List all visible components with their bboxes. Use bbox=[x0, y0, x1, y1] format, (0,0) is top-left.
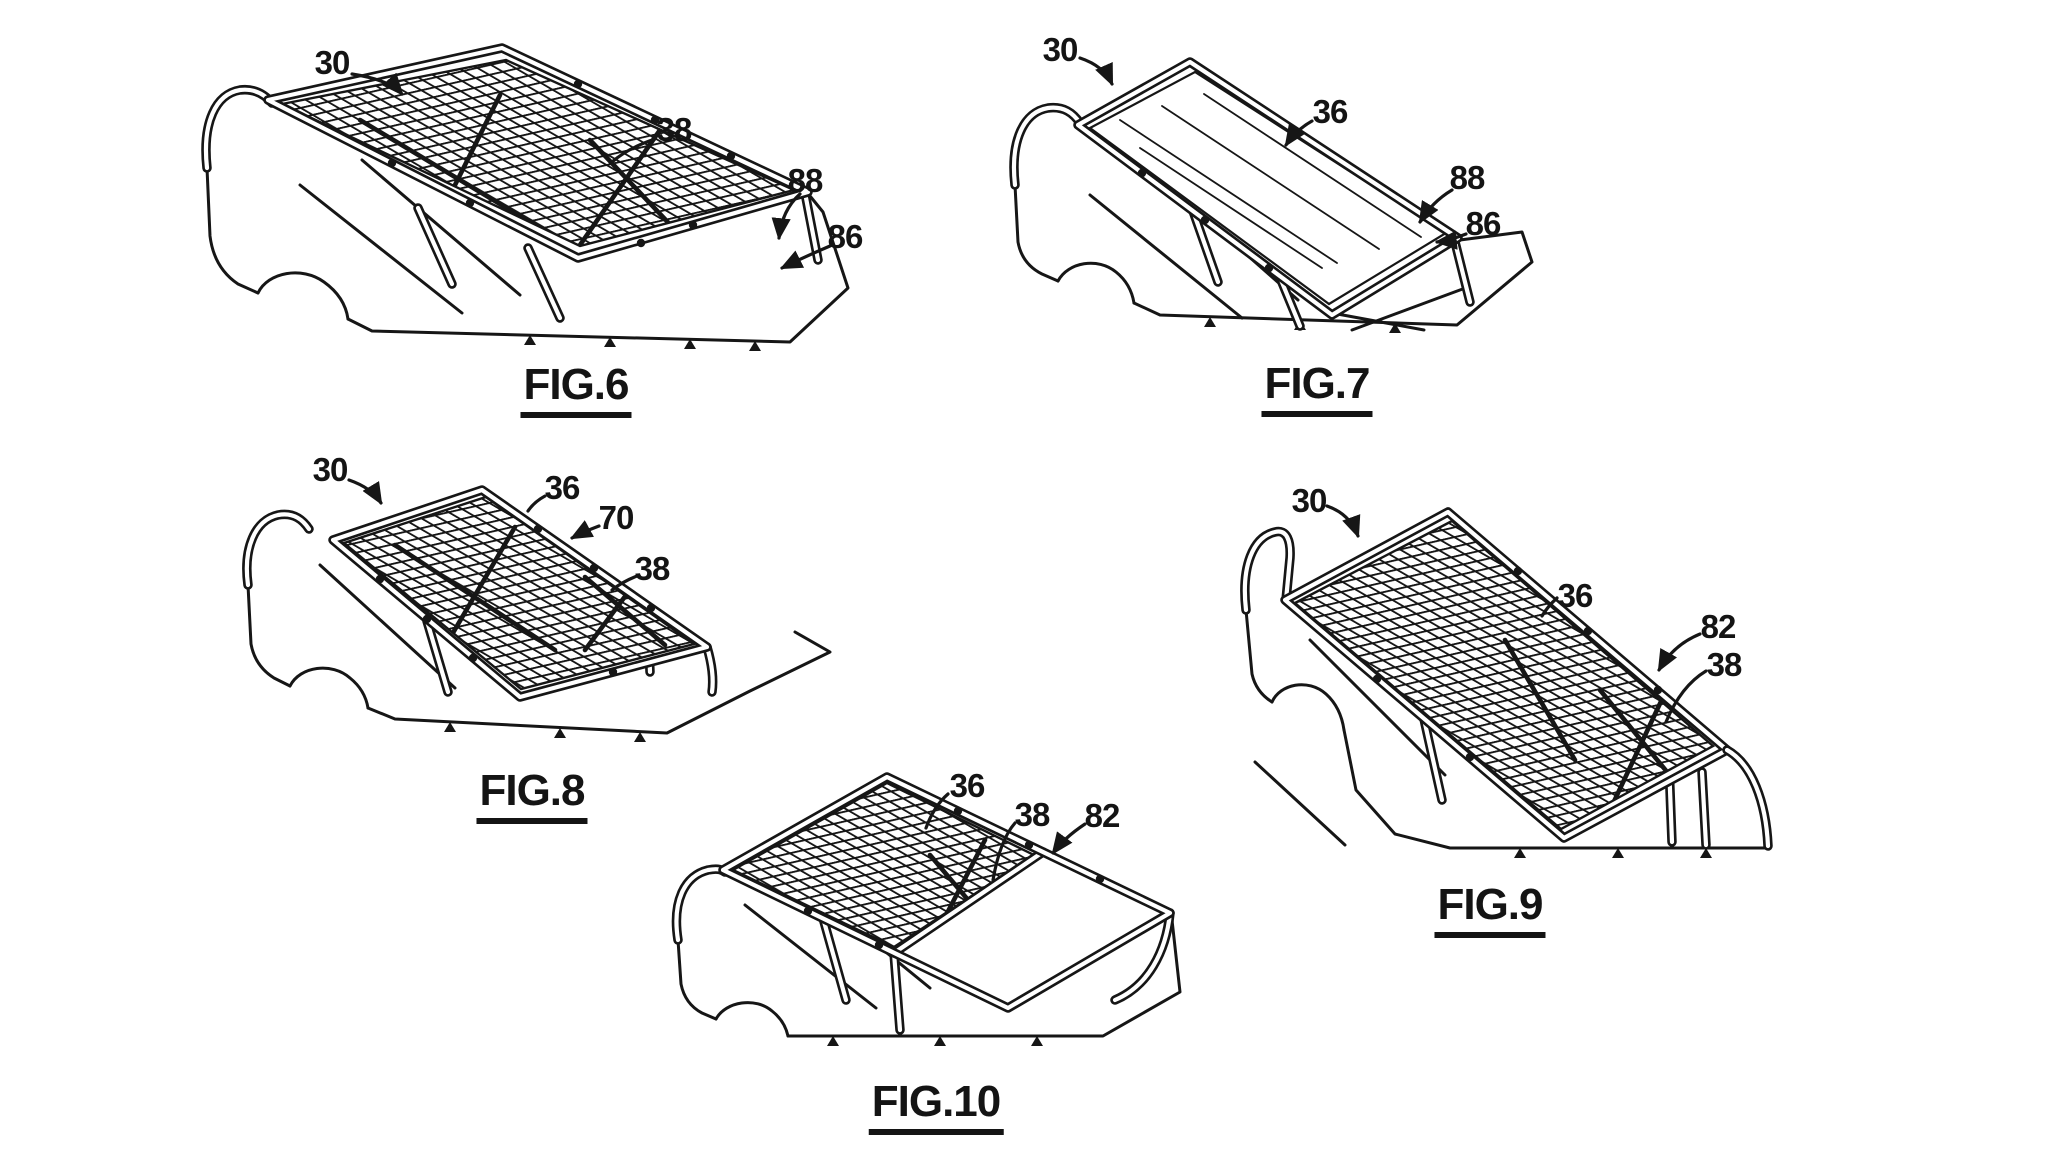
ref-label-30: 30 bbox=[1043, 31, 1078, 68]
ref-label-36: 36 bbox=[545, 469, 580, 506]
wheel-arch bbox=[714, 1001, 790, 1038]
fig7-caption: FIG.7 bbox=[1261, 359, 1373, 417]
leader-36 bbox=[1284, 119, 1314, 145]
fig9-roof-net bbox=[1280, 507, 1773, 851]
ref-label-30: 30 bbox=[1292, 482, 1327, 519]
ref-label-82: 82 bbox=[1085, 797, 1120, 834]
ref-label-36: 36 bbox=[1558, 577, 1593, 614]
ref-label-38: 38 bbox=[657, 111, 692, 148]
rail-clips bbox=[1137, 168, 1274, 273]
leader-36 bbox=[1540, 596, 1559, 618]
ref-label-30: 30 bbox=[313, 451, 348, 488]
windshield-arch bbox=[1009, 102, 1085, 190]
leader-30 bbox=[1078, 56, 1114, 84]
rail-clips bbox=[803, 806, 1105, 950]
ref-label-70: 70 bbox=[599, 499, 634, 536]
ref-label-36: 36 bbox=[1313, 93, 1348, 130]
leader-38 bbox=[610, 574, 639, 592]
ref-label-86: 86 bbox=[1466, 205, 1501, 242]
fig6-annotations: 30 38 88 86 bbox=[315, 44, 864, 270]
leader-38 bbox=[1664, 669, 1708, 724]
fig9-annotations: 30 36 82 38 bbox=[1292, 482, 1743, 724]
leader-86 bbox=[782, 244, 832, 270]
leader-30 bbox=[1325, 504, 1358, 536]
fig7-annotations: 30 36 88 86 bbox=[1043, 31, 1502, 242]
fig10-caption: FIG.10 bbox=[868, 1077, 1004, 1135]
leader-82 bbox=[1051, 822, 1087, 853]
leader-88 bbox=[779, 192, 802, 238]
fig6-pillars bbox=[201, 84, 823, 323]
fig6-caption: FIG.6 bbox=[520, 360, 632, 418]
fig8-caption: FIG.8 bbox=[476, 766, 588, 824]
fig8-drawing: 30 36 70 38 bbox=[242, 451, 832, 742]
figure-8: 30 36 70 38 FIG.8 bbox=[230, 440, 850, 824]
rail-clips bbox=[375, 524, 656, 677]
fig6-drawing: 30 38 88 86 bbox=[201, 43, 864, 351]
fig6-roof-net bbox=[263, 43, 813, 263]
wheel-arch bbox=[256, 271, 350, 321]
fig8-annotations: 30 36 70 38 bbox=[313, 451, 671, 592]
fig7-roof-panel bbox=[1073, 57, 1463, 320]
ref-label-36: 36 bbox=[950, 767, 985, 804]
fig8-roof-net bbox=[328, 485, 712, 702]
leader-30 bbox=[347, 478, 383, 503]
ref-label-86: 86 bbox=[828, 218, 863, 255]
ref-label-38: 38 bbox=[1707, 646, 1742, 683]
wheel-arch bbox=[1056, 261, 1136, 305]
ref-label-38: 38 bbox=[1015, 796, 1050, 833]
wheel-arch bbox=[288, 666, 370, 710]
ref-label-88: 88 bbox=[788, 162, 823, 199]
fig9-caption: FIG.9 bbox=[1434, 880, 1546, 938]
leader-36 bbox=[924, 792, 950, 830]
leader-36 bbox=[526, 494, 547, 513]
figure-6: 30 38 88 86 FIG.6 bbox=[190, 20, 870, 420]
fig9-drawing: 30 36 82 38 bbox=[1240, 482, 1773, 858]
fig10-roof-net bbox=[718, 772, 1175, 1013]
windshield-arch bbox=[671, 864, 730, 945]
wheel-arch bbox=[1270, 683, 1346, 732]
fig7-drawing: 30 36 88 86 bbox=[1009, 31, 1534, 333]
ref-label-38: 38 bbox=[635, 550, 670, 587]
leader-86 bbox=[1437, 234, 1468, 242]
rail-clips bbox=[387, 79, 736, 248]
figure-9: 30 36 82 38 FIG.9 bbox=[1230, 470, 1850, 938]
leader-30 bbox=[350, 72, 402, 94]
panel-streaks bbox=[1119, 93, 1422, 269]
rail-clips bbox=[1372, 566, 1663, 762]
leader-82 bbox=[1657, 632, 1702, 670]
windshield-arch bbox=[242, 509, 314, 590]
leader-70 bbox=[572, 526, 601, 540]
ref-label-82: 82 bbox=[1701, 608, 1736, 645]
figure-7: 30 36 88 86 FIG.7 bbox=[990, 10, 1690, 420]
leader-38 bbox=[610, 137, 657, 164]
leader-88 bbox=[1418, 188, 1454, 222]
windshield-arch bbox=[201, 84, 277, 173]
fig10-drawing: 36 38 82 bbox=[671, 767, 1182, 1046]
ref-label-30: 30 bbox=[315, 44, 350, 81]
leader-38 bbox=[991, 821, 1017, 882]
fig6-vehicle-body bbox=[205, 158, 850, 351]
mesh-net bbox=[341, 495, 697, 691]
fig7-pillars bbox=[1009, 102, 1475, 331]
figure-10: 36 38 82 FIG.10 bbox=[660, 750, 1280, 1135]
mesh-net bbox=[730, 781, 1037, 949]
fig10-annotations: 36 38 82 bbox=[924, 767, 1121, 882]
ref-label-88: 88 bbox=[1450, 159, 1485, 196]
